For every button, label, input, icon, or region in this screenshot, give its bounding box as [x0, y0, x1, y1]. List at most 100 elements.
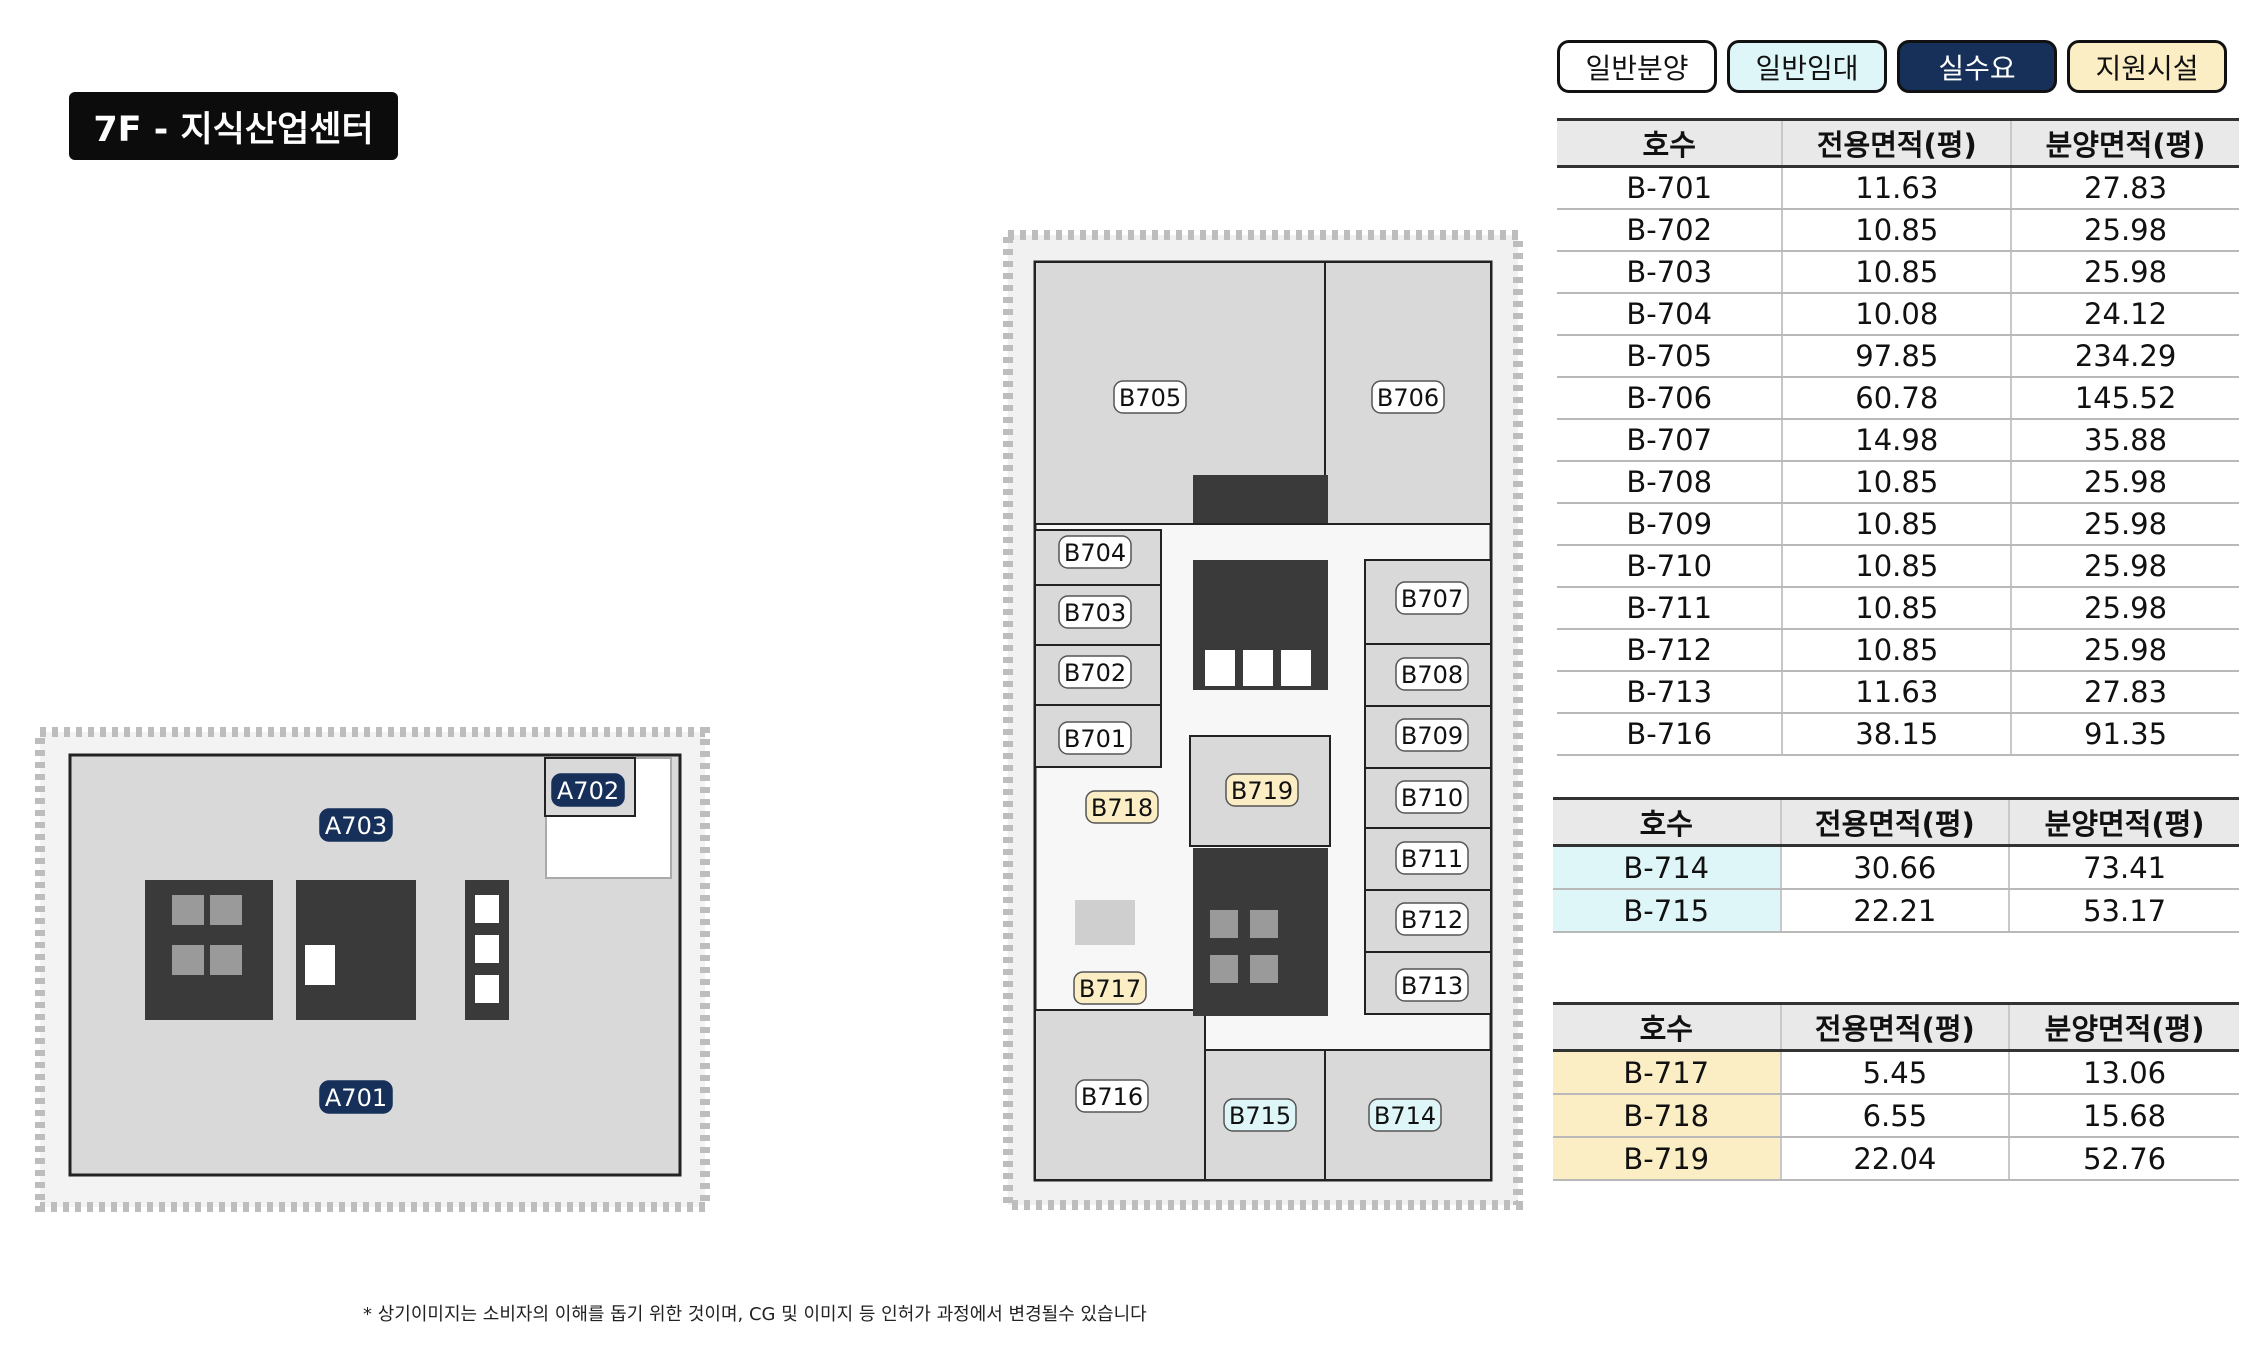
unit-label-text: B714	[1374, 1102, 1436, 1130]
cell-sale-area: 73.41	[2008, 845, 2239, 890]
unit-label-text: B707	[1401, 585, 1463, 613]
cell-sale-area: 27.83	[2010, 671, 2239, 714]
cell-exclusive-area: 10.85	[1781, 251, 2012, 294]
cell-unit: B-708	[1557, 461, 1783, 504]
cell-sale-area: 27.83	[2010, 166, 2239, 210]
cell-exclusive-area: 10.08	[1781, 293, 2012, 336]
cell-unit: B-701	[1557, 166, 1783, 210]
unit-label-text: B717	[1079, 975, 1141, 1003]
col-header-sale-area: 분양면적(평)	[2008, 1002, 2239, 1052]
legend-actual-demand: 실수요	[1897, 40, 2057, 93]
legend-support-facility: 지원시설	[2067, 40, 2227, 93]
cell-sale-area: 25.98	[2010, 209, 2239, 252]
col-header-unit: 호수	[1553, 797, 1781, 847]
col-header-exclusive-area: 전용면적(평)	[1779, 797, 2010, 847]
cell-exclusive-area: 97.85	[1781, 335, 2012, 378]
unit-label-b703: B703	[1058, 595, 1132, 629]
cell-sale-area: 15.68	[2008, 1094, 2239, 1138]
floor-title-badge: 7F - 지식산업센터	[69, 92, 398, 160]
cell-exclusive-area: 22.04	[1779, 1137, 2010, 1181]
unit-label-text: A701	[325, 1084, 387, 1112]
unit-label-b705: B705	[1113, 380, 1187, 414]
disclaimer-text: * 상기이미지는 소비자의 이해를 돕기 위한 것이며, CG 및 이미지 등 …	[363, 1304, 1147, 1325]
cell-unit: B-716	[1557, 713, 1783, 756]
cell-unit: B-706	[1557, 377, 1783, 420]
cell-unit: B-702	[1557, 209, 1783, 252]
cell-exclusive-area: 11.63	[1781, 671, 2012, 714]
unit-label-text: B711	[1401, 845, 1463, 873]
cell-exclusive-area: 6.55	[1779, 1094, 2010, 1138]
unit-label-b712: B712	[1395, 902, 1469, 936]
cell-exclusive-area: 30.66	[1779, 845, 2010, 890]
cell-sale-area: 145.52	[2010, 377, 2239, 420]
col-header-sale-area: 분양면적(평)	[2008, 797, 2239, 847]
unit-label-a702: A702	[551, 773, 625, 807]
unit-label-text: B705	[1119, 384, 1181, 412]
unit-label-b711: B711	[1395, 841, 1469, 875]
cell-exclusive-area: 10.85	[1781, 461, 2012, 504]
unit-label-text: B710	[1401, 784, 1463, 812]
unit-label-a703: A703	[319, 808, 393, 842]
unit-label-text: B716	[1081, 1083, 1143, 1111]
unit-label-text: B718	[1091, 794, 1153, 822]
cell-exclusive-area: 10.85	[1781, 629, 2012, 672]
cell-unit: B-704	[1557, 293, 1783, 336]
unit-label-text: B715	[1229, 1102, 1291, 1130]
cell-exclusive-area: 5.45	[1779, 1050, 2010, 1095]
cell-sale-area: 25.98	[2010, 251, 2239, 294]
col-header-unit: 호수	[1553, 1002, 1781, 1052]
unit-label-b704: B704	[1058, 535, 1132, 569]
unit-label-text: B719	[1231, 777, 1293, 805]
unit-label-b708: B708	[1395, 657, 1469, 691]
cell-unit: B-703	[1557, 251, 1783, 294]
unit-label-b717: B717	[1073, 971, 1147, 1005]
unit-label-text: B703	[1064, 599, 1126, 627]
cell-sale-area: 35.88	[2010, 419, 2239, 462]
cell-sale-area: 25.98	[2010, 461, 2239, 504]
cell-exclusive-area: 38.15	[1781, 713, 2012, 756]
unit-label-b709: B709	[1395, 718, 1469, 752]
unit-label-text: B712	[1401, 906, 1463, 934]
unit-label-text: A703	[325, 812, 387, 840]
cell-sale-area: 25.98	[2010, 503, 2239, 546]
col-header-sale-area: 분양면적(평)	[2010, 118, 2239, 168]
cell-exclusive-area: 60.78	[1781, 377, 2012, 420]
cell-sale-area: 234.29	[2010, 335, 2239, 378]
cell-unit: B-719	[1553, 1137, 1781, 1181]
cell-sale-area: 52.76	[2008, 1137, 2239, 1181]
unit-label-a701: A701	[319, 1080, 393, 1114]
unit-label-b719: B719	[1225, 773, 1299, 807]
cell-sale-area: 25.98	[2010, 587, 2239, 630]
cell-unit: B-710	[1557, 545, 1783, 588]
col-header-exclusive-area: 전용면적(평)	[1781, 118, 2012, 168]
cell-exclusive-area: 22.21	[1779, 889, 2010, 933]
cell-exclusive-area: 10.85	[1781, 503, 2012, 546]
cell-exclusive-area: 14.98	[1781, 419, 2012, 462]
legend-general-sale: 일반분양	[1557, 40, 1717, 93]
cell-sale-area: 24.12	[2010, 293, 2239, 336]
cell-exclusive-area: 10.85	[1781, 545, 2012, 588]
cell-unit: B-712	[1557, 629, 1783, 672]
col-header-exclusive-area: 전용면적(평)	[1779, 1002, 2010, 1052]
unit-label-text: B706	[1377, 384, 1439, 412]
